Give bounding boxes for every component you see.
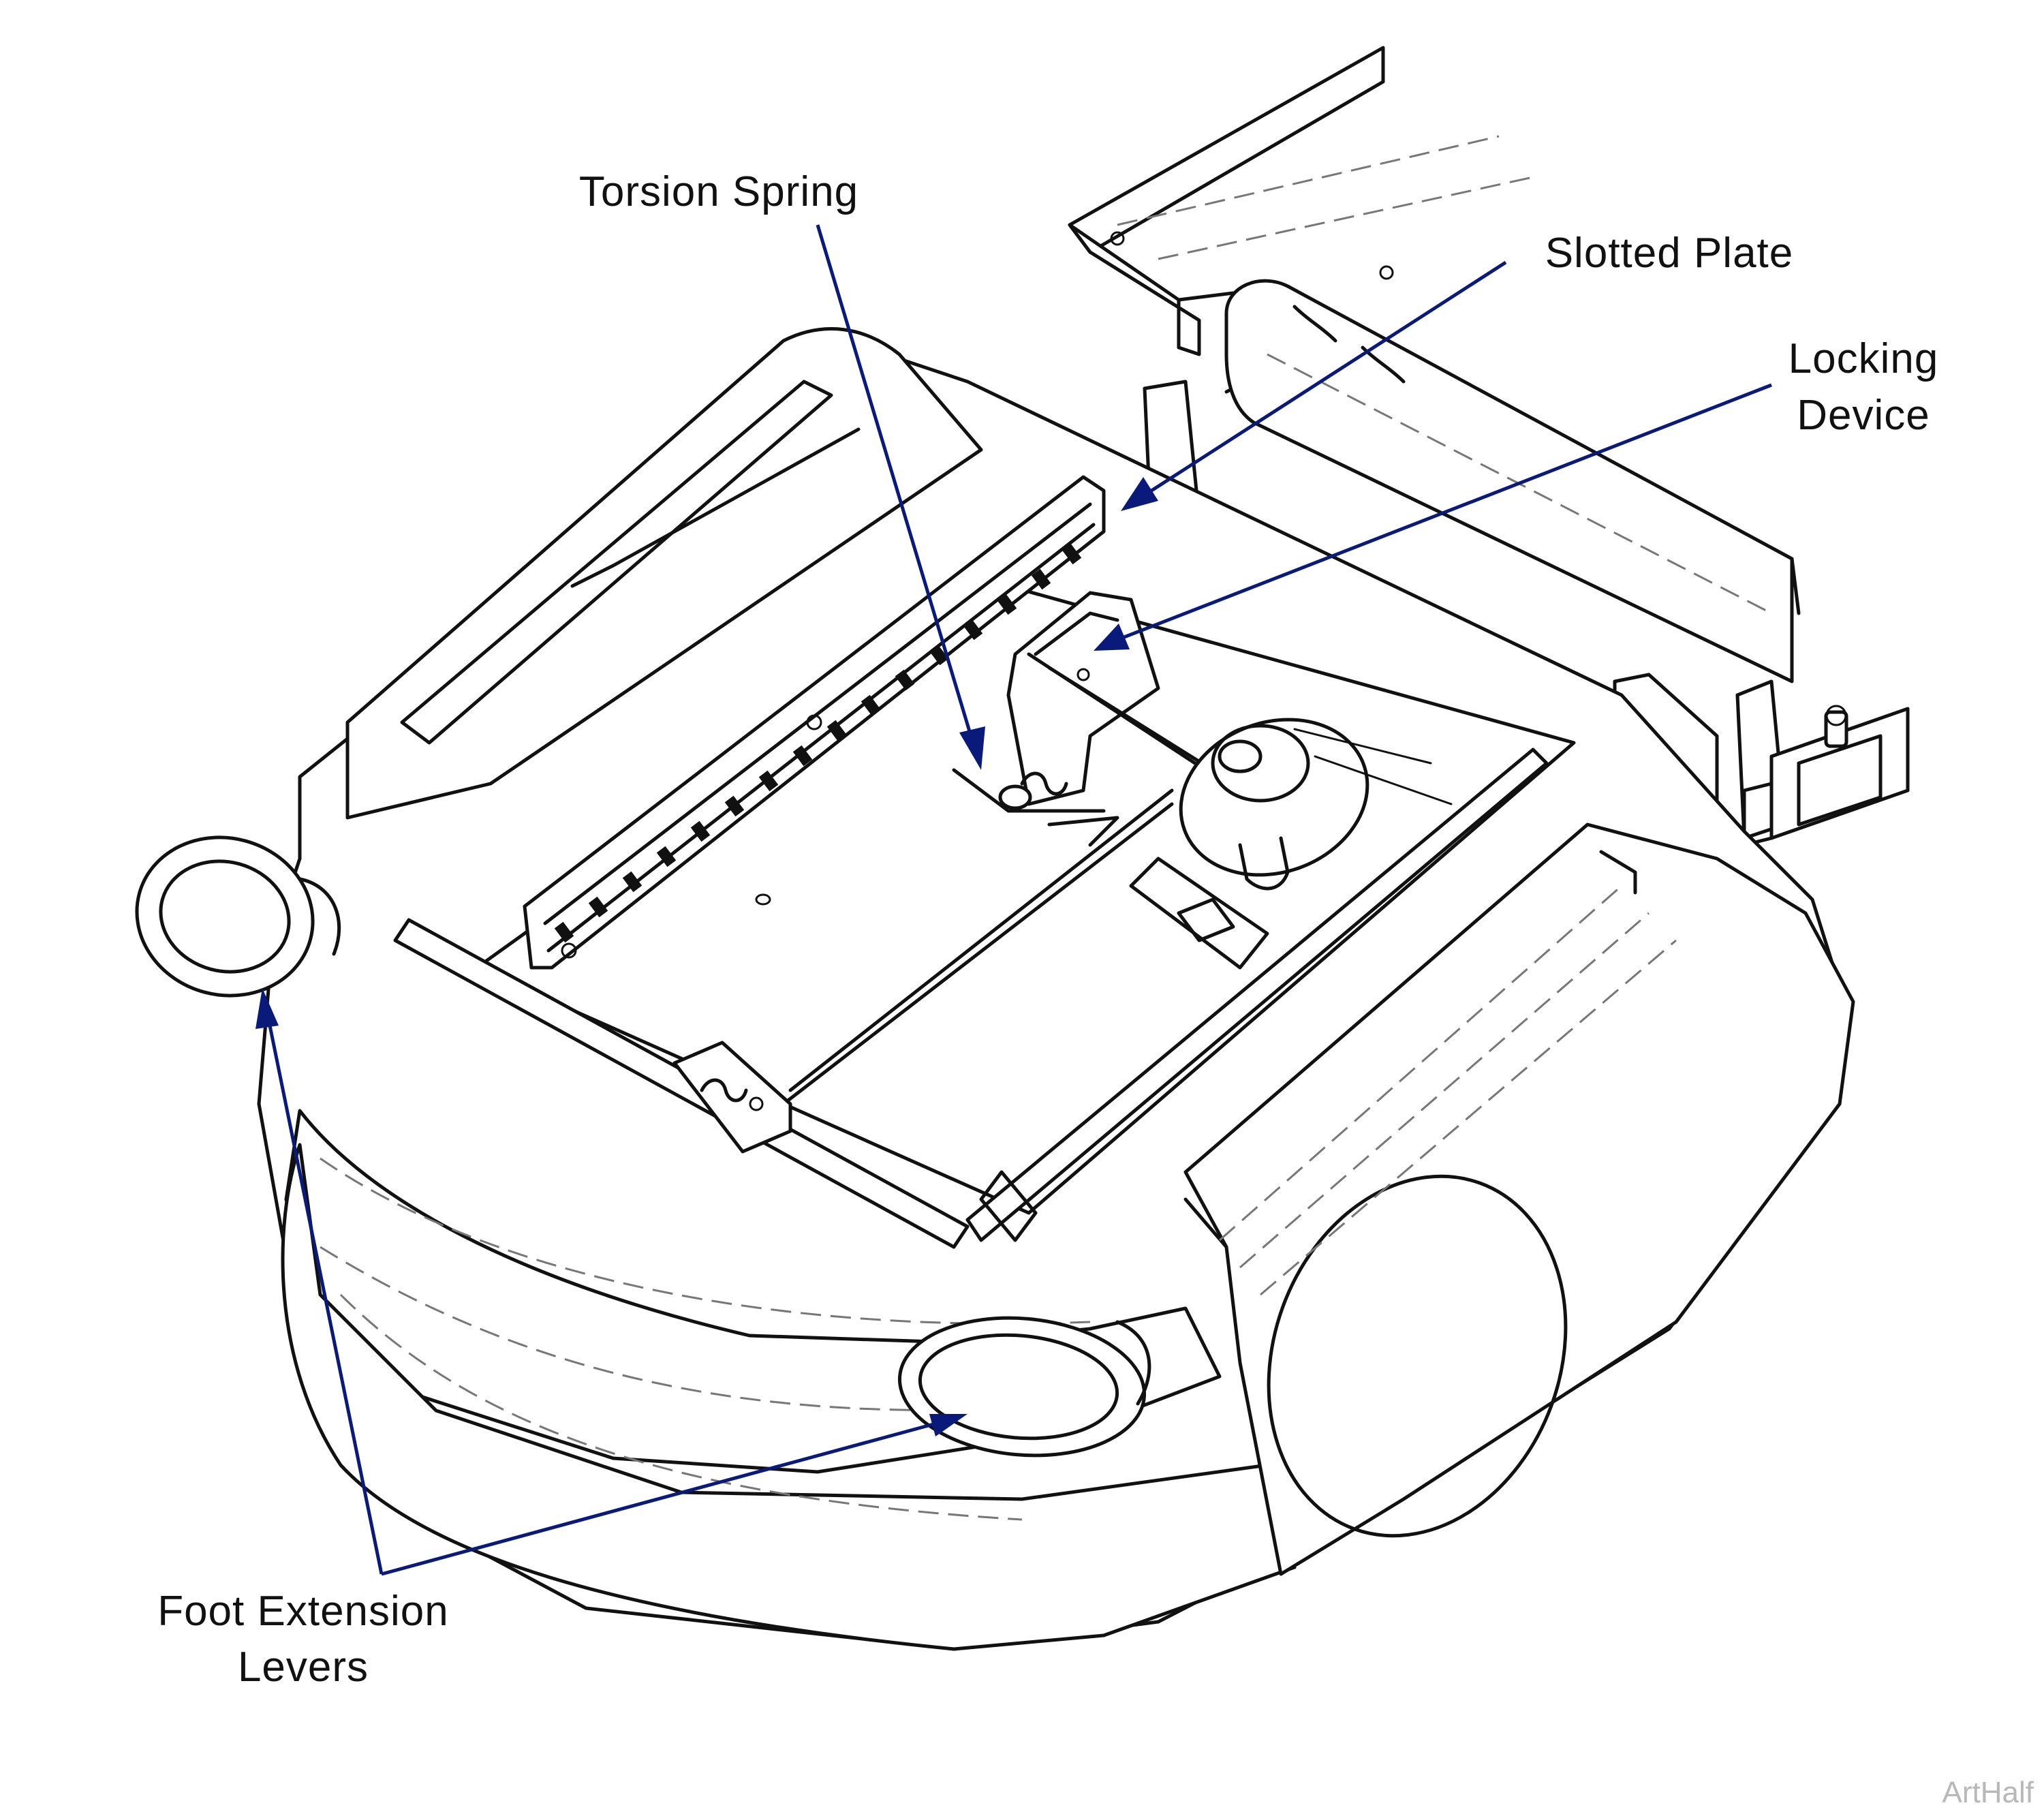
crossbar-tube	[1224, 279, 1801, 683]
torsion-spring-arrowhead	[959, 726, 985, 770]
latch-component	[1742, 705, 1910, 847]
callout-leaders	[256, 224, 1772, 1576]
locking-device-arrowhead	[1094, 624, 1130, 651]
slotted-plate-arrowhead	[1121, 477, 1158, 511]
locking-device-leader	[1124, 383, 1772, 639]
locking-device-label-line2: Device	[1797, 392, 1930, 439]
upper-frame-rail	[1068, 46, 1534, 394]
front-spring	[672, 1041, 792, 1154]
locking-device-label-line1: Locking	[1788, 335, 1939, 382]
slotted-plate-label: Slotted Plate	[1545, 230, 1794, 277]
foot-lever-arrowhead-left	[256, 988, 279, 1029]
slotted-plate	[523, 475, 1106, 970]
foot-extension-label-line2: Levers	[238, 1644, 369, 1691]
foot-lever-leader-right	[381, 1422, 934, 1576]
slotted-plate-leader	[1150, 260, 1507, 493]
foot-extension-lever-left	[135, 835, 341, 998]
foot-lever-arrowhead-right	[929, 1414, 967, 1436]
torsion-spring-label: Torsion Spring	[579, 168, 858, 215]
foot-lever-leader-left	[267, 1021, 384, 1575]
torsion-spring-leader	[816, 224, 973, 737]
plate-slots	[554, 543, 1082, 943]
front-rail	[393, 748, 1549, 1249]
foot-extension-label-line1: Foot Extension	[157, 1588, 449, 1635]
watermark: ArtHalf	[1942, 1776, 2034, 1809]
right-side-pad	[1183, 822, 1855, 1576]
foot-extension-lever-right	[897, 1316, 1151, 1458]
callout-labels: Torsion Spring Slotted Plate Locking Dev…	[157, 168, 1938, 1691]
torsion-spring	[952, 768, 1119, 847]
